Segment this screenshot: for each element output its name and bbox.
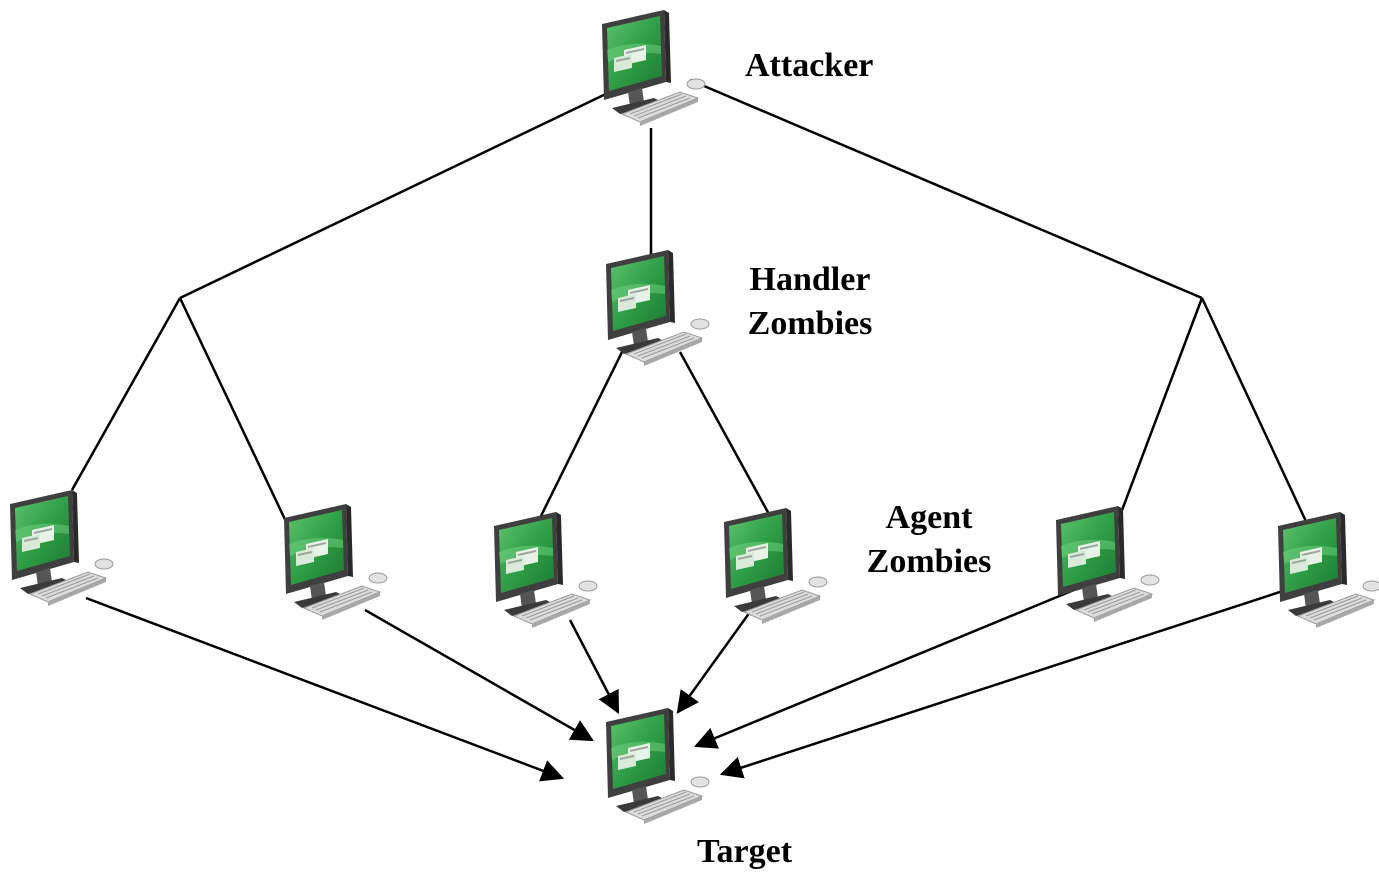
handler-label-line1: Handler [749, 261, 871, 298]
link-left-junction-agent2 [178, 297, 292, 531]
attack-arrow-agent3 [568, 619, 620, 714]
link-attacker-right-junction [689, 78, 1203, 300]
handler-computer-icon [605, 249, 710, 367]
attacker-computer-icon [601, 9, 706, 127]
control-links [70, 78, 1312, 543]
agent-computer-icon-4 [723, 507, 828, 625]
attacker-label: Attacker [745, 47, 874, 84]
agent-computer-icon-3 [493, 511, 598, 629]
attack-arrow-agent5 [693, 588, 1075, 749]
attack-links [85, 588, 1287, 782]
target-label: Target [697, 833, 793, 870]
agent-computer-icon-1 [9, 489, 114, 607]
attack-arrow-agent6 [719, 588, 1287, 779]
agent-computer-icon-5 [1055, 505, 1160, 623]
link-left-junction-agent1 [70, 297, 182, 491]
target-computer-icon [605, 707, 710, 825]
link-right-junction-agent5 [1108, 297, 1204, 543]
link-handler-agent3 [536, 347, 626, 523]
attack-arrow-agent4 [676, 611, 752, 714]
link-right-junction-agent6 [1200, 297, 1312, 531]
handler-zombies-label: Handler Zombies [740, 258, 880, 346]
agent-zombies-label: Agent Zombies [858, 496, 1000, 584]
attack-arrow-agent1 [85, 596, 565, 782]
handler-label-line2: Zombies [747, 305, 873, 343]
agent-computer-icon-2 [283, 503, 388, 621]
agent-computer-icon-6 [1277, 511, 1379, 629]
link-attacker-left-junction [179, 90, 611, 300]
attack-arrow-agent2 [364, 608, 594, 742]
link-handler-agent4 [678, 351, 772, 517]
agent-label-line1: Agent [885, 499, 973, 536]
agent-label-line2: Zombies [866, 543, 992, 581]
